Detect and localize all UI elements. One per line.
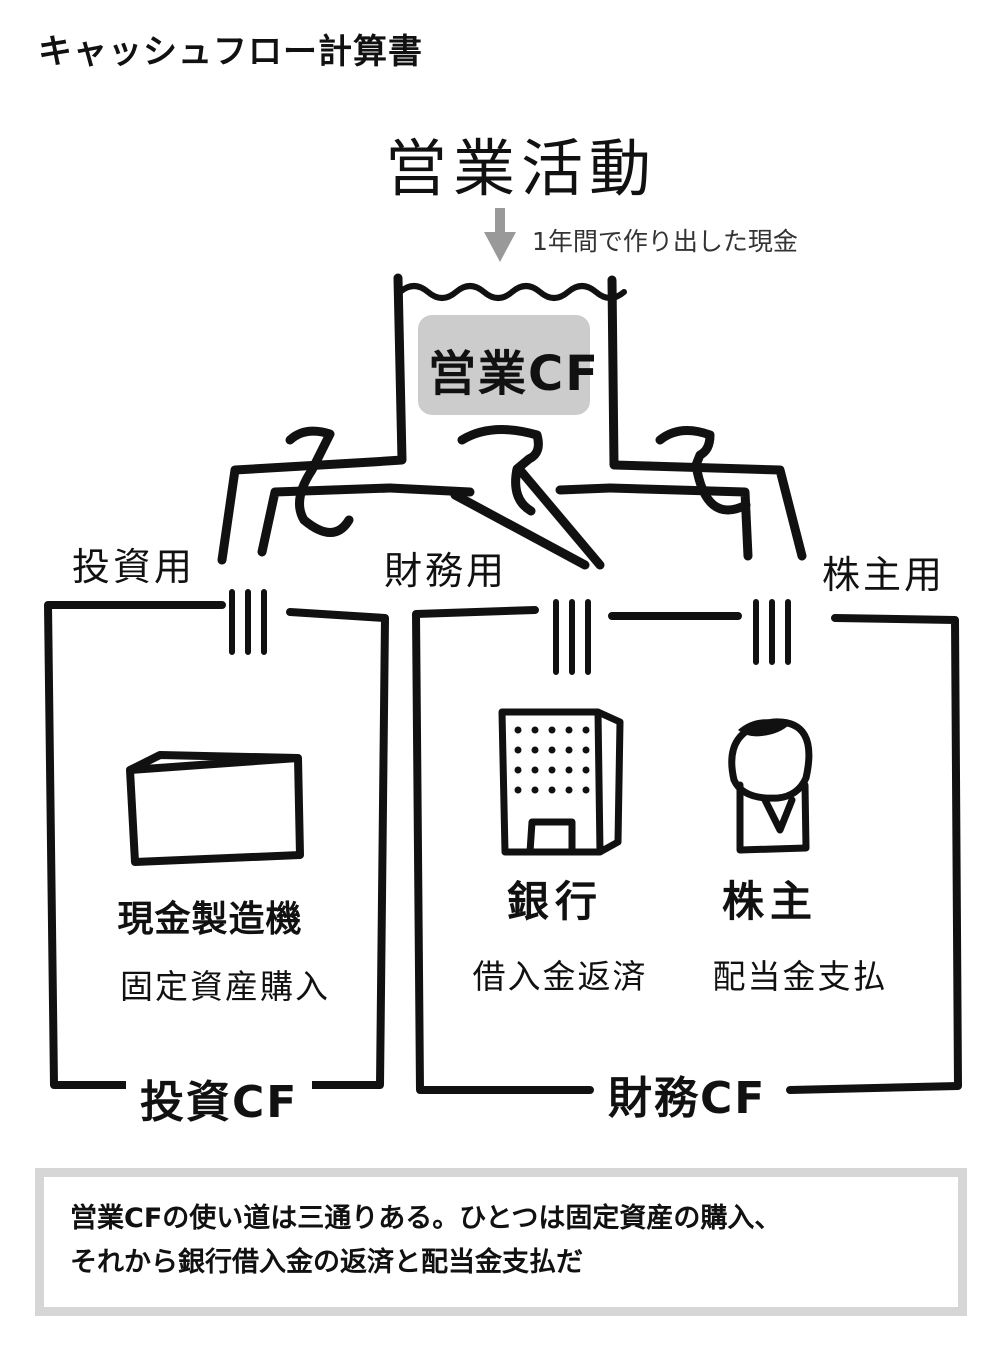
pipe-left bbox=[217, 457, 377, 565]
bank-windows bbox=[514, 719, 790, 794]
pipe-center-right bbox=[515, 465, 605, 570]
machine-icon bbox=[126, 751, 304, 866]
faucet-right bbox=[655, 426, 751, 515]
pipe-right-inner bbox=[605, 483, 753, 561]
tap-financial-label: 財務用 bbox=[384, 549, 508, 593]
flow-inv bbox=[229, 589, 267, 655]
tank-outline-right bbox=[607, 275, 653, 471]
fixed-asset-purchase-label: 固定資産購入 bbox=[120, 967, 330, 1006]
down-arrow-icon bbox=[484, 208, 516, 262]
operating-note: 1年間で作り出した現金 bbox=[532, 227, 798, 256]
tap-shareholder-label: 株主用 bbox=[822, 553, 946, 597]
shareholder-label: 株主 bbox=[721, 877, 818, 926]
inv-box bbox=[44, 601, 389, 1089]
tank-label-bg bbox=[418, 315, 590, 415]
flow-bank bbox=[553, 599, 591, 675]
shareholder-icon bbox=[728, 718, 813, 854]
fin-box bbox=[412, 606, 962, 1094]
pipe-bottom-right bbox=[555, 483, 615, 495]
dividend-payment-label: 配当金支払 bbox=[712, 957, 888, 996]
page-title: キャッシュフロー計算書 bbox=[38, 32, 423, 72]
bank-label: 銀行 bbox=[506, 877, 603, 926]
operating-activity-label: 営業活動 bbox=[385, 132, 658, 205]
bank-icon bbox=[498, 708, 624, 856]
tap-investment-label: 投資用 bbox=[72, 545, 196, 589]
caption-box: 営業CFの使い道は三通りある。ひとつは固定資産の購入、 それから銀行借入金の返済… bbox=[35, 1168, 967, 1316]
tank-outline bbox=[367, 273, 407, 467]
faucet-left bbox=[285, 426, 354, 537]
financial-cf-title: 財務CF bbox=[594, 1062, 781, 1126]
pipe-left-inner bbox=[257, 483, 395, 557]
caption-text: 営業CFの使い道は三通りある。ひとつは固定資産の購入、 それから銀行借入金の返済… bbox=[44, 1177, 958, 1307]
pipe-bottom bbox=[385, 483, 475, 497]
tank-water bbox=[397, 283, 627, 301]
cash-machine-label: 現金製造機 bbox=[117, 899, 303, 940]
faucet-center bbox=[457, 425, 543, 516]
caption-line-1: 営業CFの使い道は三通りある。ひとつは固定資産の購入、 bbox=[70, 1203, 782, 1234]
investment-cf-title: 投資CF bbox=[126, 1066, 313, 1130]
pipe-center-left bbox=[450, 490, 590, 570]
loan-repayment-label: 借入金返済 bbox=[472, 957, 648, 996]
caption-line-2: それから銀行借入金の返済と配当金支払だ bbox=[70, 1247, 583, 1278]
flow-sh bbox=[753, 599, 791, 665]
operating-cf-label: 営業CF bbox=[428, 346, 601, 402]
